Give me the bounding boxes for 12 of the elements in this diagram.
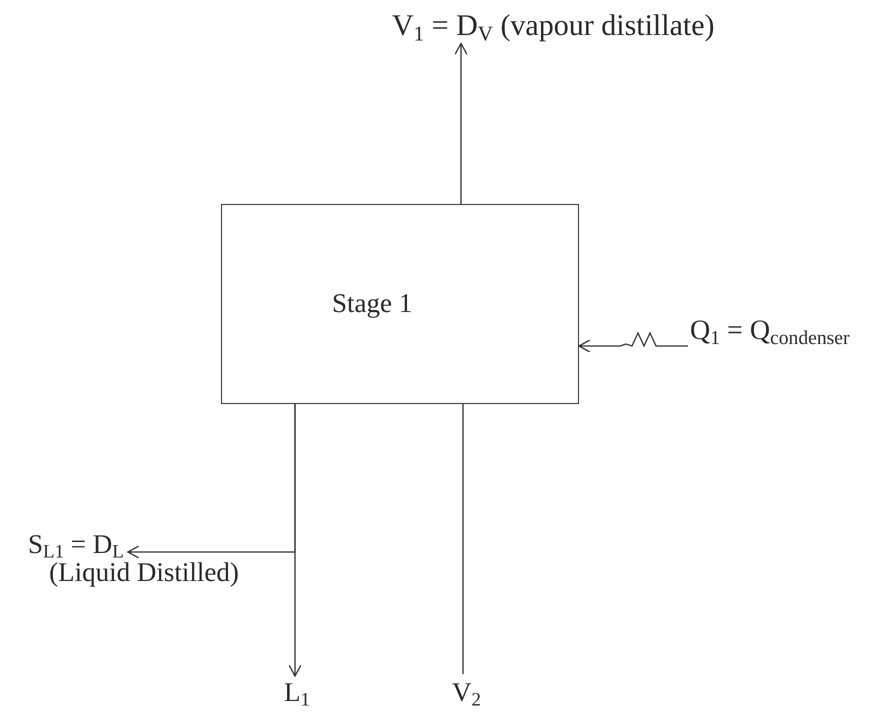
stage-box bbox=[221, 204, 579, 404]
stream-label: S$_{L1}$ = D$_{L}$ bbox=[28, 530, 124, 558]
heat-input-arrow bbox=[578, 331, 688, 353]
stream-label: L$_{1}$ bbox=[284, 678, 310, 706]
flow-line bbox=[462, 404, 464, 674]
flow-arrow bbox=[127, 404, 296, 559]
stream-label: Q$_{1}$ = Q$_{condenser}$ bbox=[690, 316, 850, 346]
stream-label: V$_{1}$ = D$_{V}$ (vapour distillate) bbox=[392, 10, 715, 42]
flow-arrow bbox=[454, 42, 468, 204]
stream-label: V$_{2}$ bbox=[452, 678, 481, 706]
stage-label: Stage 1 bbox=[332, 289, 412, 318]
stream-label: (Liquid Distilled) bbox=[49, 558, 240, 587]
